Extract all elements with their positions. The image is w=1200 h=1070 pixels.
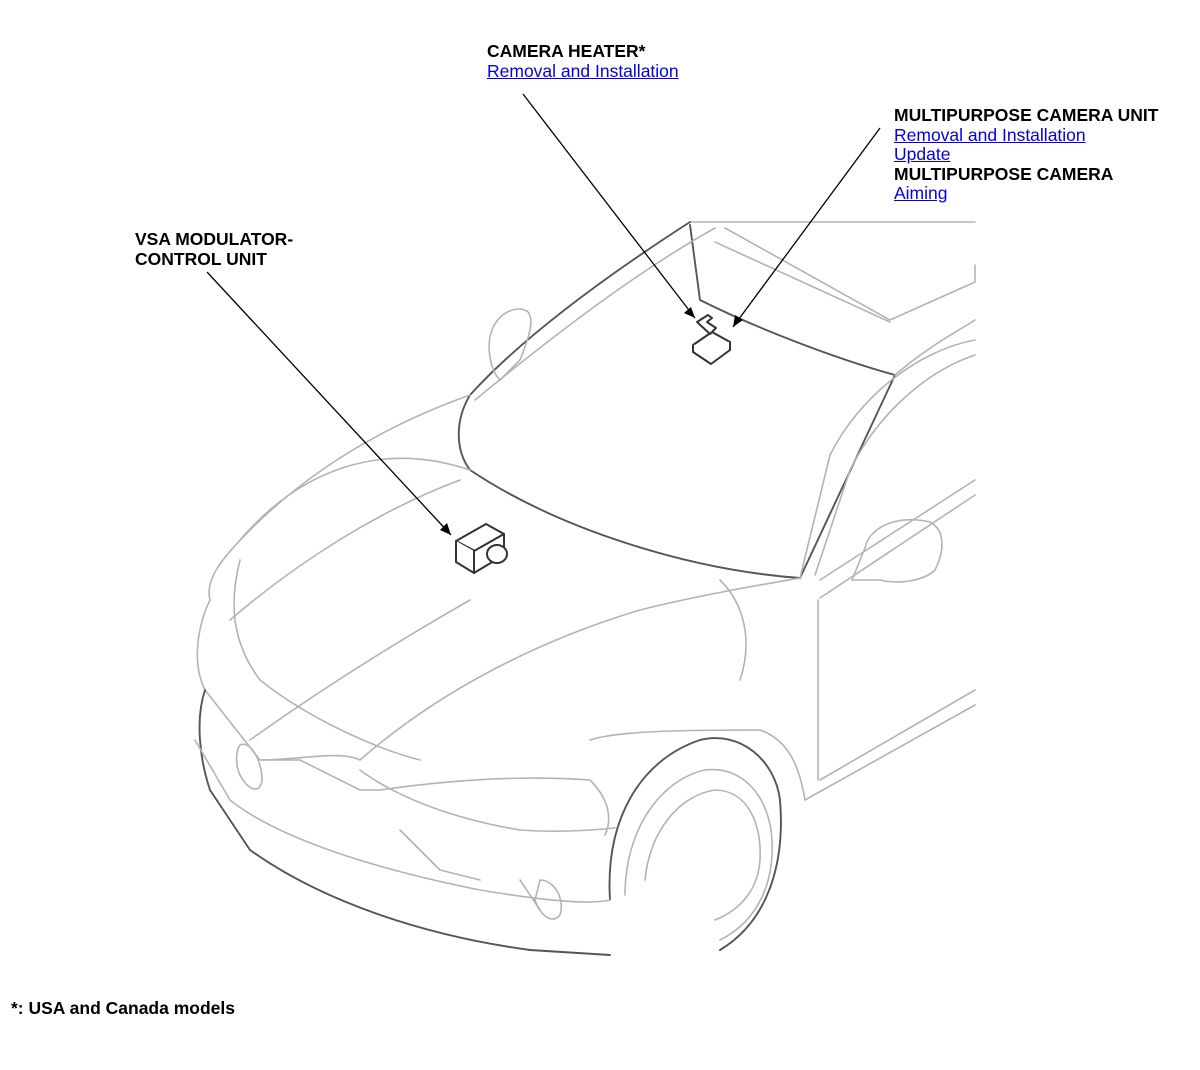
vsa-modulator-callout: VSA MODULATOR- CONTROL UNIT: [135, 229, 294, 269]
camera-heater-title: CAMERA HEATER*: [487, 41, 646, 61]
car-illustration: [194, 221, 976, 956]
multipurpose-camera-aiming-link[interactable]: Aiming: [894, 183, 948, 203]
footnote: *: USA and Canada models: [11, 998, 235, 1018]
vsa-modulator-title-line2: CONTROL UNIT: [135, 248, 267, 269]
camera-heater-removal-link[interactable]: Removal and Installation: [487, 60, 679, 81]
camera-heater-callout: CAMERA HEATER* Removal and Installation: [487, 41, 679, 81]
vsa-modulator-title-line1: VSA MODULATOR-: [135, 229, 294, 249]
multipurpose-camera-update-link[interactable]: Update: [894, 144, 951, 164]
multipurpose-camera-removal-link[interactable]: Removal and Installation: [894, 124, 1086, 145]
multipurpose-camera-unit-part: [692, 314, 731, 365]
multipurpose-camera-unit-title: MULTIPURPOSE CAMERA UNIT: [894, 105, 1159, 125]
multipurpose-camera-unit-callout: MULTIPURPOSE CAMERA UNIT Removal and Ins…: [894, 105, 1159, 204]
leader-lines: [206, 93, 881, 536]
vsa-modulator-control-unit-part: [455, 523, 508, 574]
multipurpose-camera-subtitle: MULTIPURPOSE CAMERA: [894, 163, 1114, 184]
